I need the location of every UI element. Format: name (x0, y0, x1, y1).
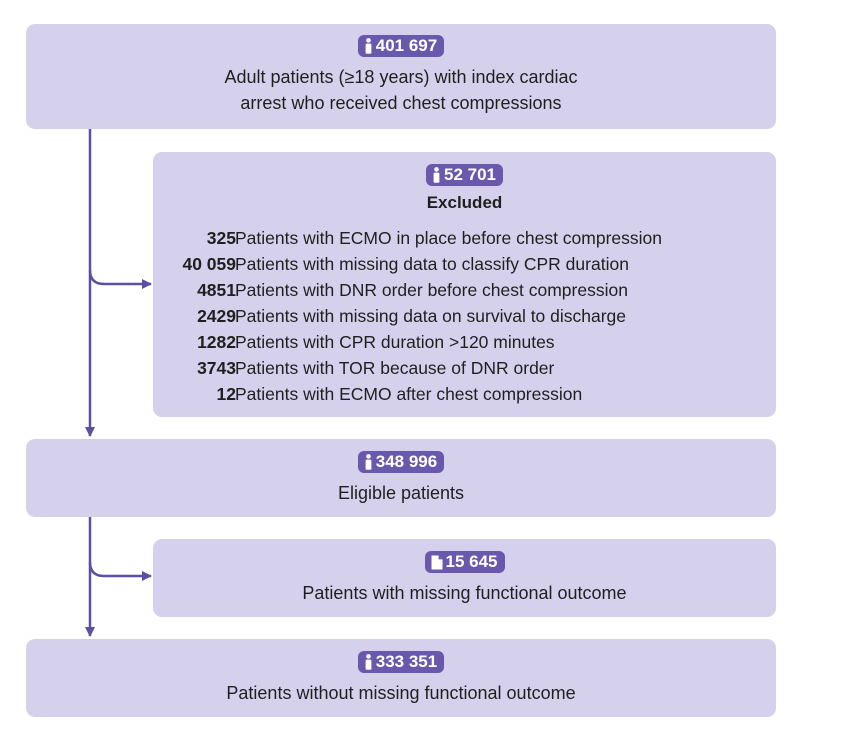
final-cohort-box: 333 351 Patients without missing functio… (26, 639, 776, 717)
eligible-label: Eligible patients (337, 483, 465, 503)
exclusion-reason: Patients with TOR because of DNR order (235, 358, 555, 378)
missing-count: 15 645 (445, 552, 498, 571)
initial-count-badge: 401 697 (357, 35, 445, 57)
eligible-count: 348 996 (375, 452, 438, 471)
person-icon (365, 654, 372, 670)
exclusion-count: 2429 (197, 306, 236, 326)
list-item: 1282 Patients with CPR duration >120 min… (153, 329, 776, 355)
exclusion-reason: Patients with missing data to classify C… (235, 254, 629, 274)
missing-count-badge: 15 645 (424, 551, 505, 573)
list-item: 4851 Patients with DNR order before ches… (153, 277, 776, 303)
exclusion-count: 12 (216, 384, 236, 404)
initial-description-line-2: arrest who received chest compressions (240, 93, 562, 113)
missing-label: Patients with missing functional outcome (302, 582, 627, 603)
exclusion-reason: Patients with DNR order before chest com… (235, 280, 628, 300)
initial-count: 401 697 (375, 36, 438, 55)
exclusion-count: 3743 (197, 358, 236, 378)
initial-description-line-1: Adult patients (≥18 years) with index ca… (224, 67, 578, 87)
final-count: 333 351 (375, 652, 438, 671)
eligible-count-badge: 348 996 (357, 451, 445, 473)
final-label: Patients without missing functional outc… (226, 683, 576, 703)
list-item: 2429 Patients with missing data on survi… (153, 303, 776, 329)
arrow-to-missing (88, 561, 152, 581)
exclusion-reason: Patients with ECMO in place before chest… (235, 228, 662, 248)
list-item: 3743 Patients with TOR because of DNR or… (153, 355, 776, 381)
list-item: 40 059 Patients with missing data to cla… (153, 251, 776, 277)
list-item: 325 Patients with ECMO in place before c… (153, 225, 776, 251)
excluded-title: Excluded (426, 193, 503, 212)
exclusion-count: 40 059 (182, 254, 236, 274)
document-icon (431, 555, 442, 569)
person-icon (433, 167, 440, 183)
initial-description: Adult patients (≥18 years) with index ca… (26, 64, 776, 116)
exclusion-count: 325 (206, 228, 236, 248)
missing-outcome-box: 15 645 Patients with missing functional … (153, 539, 776, 617)
excluded-count: 52 701 (444, 165, 496, 184)
initial-population-box: 401 697 Adult patients (≥18 years) with … (26, 24, 776, 129)
final-count-badge: 333 351 (357, 651, 445, 673)
exclusion-count: 4851 (197, 280, 236, 300)
list-item: 12 Patients with ECMO after chest compre… (153, 381, 776, 407)
excluded-reasons-list: 325 Patients with ECMO in place before c… (153, 225, 776, 407)
eligible-box: 348 996 Eligible patients (26, 439, 776, 517)
exclusion-reason: Patients with missing data on survival t… (235, 306, 627, 326)
excluded-box: 52 701 Excluded 325 Patients with ECMO i… (153, 152, 776, 417)
arrow-to-excluded (88, 269, 152, 289)
exclusion-reason: Patients with ECMO after chest compressi… (235, 384, 583, 404)
exclusion-count: 1282 (197, 332, 236, 352)
excluded-count-badge: 52 701 (426, 164, 503, 186)
person-icon (365, 454, 372, 470)
person-icon (365, 38, 372, 54)
exclusion-reason: Patients with CPR duration >120 minutes (235, 332, 555, 352)
